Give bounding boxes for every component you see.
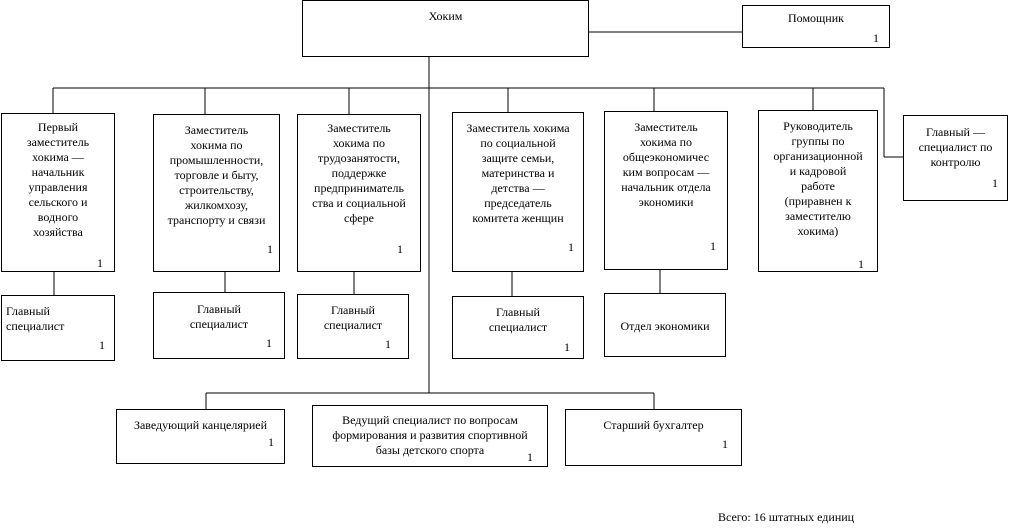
subordinate-box: Главный специалист 1 [153, 292, 285, 359]
deputy-label: Первый заместитель хокима — начальник уп… [26, 120, 90, 239]
deputy-box-social: Заместитель хокима по социальной защите … [452, 112, 584, 272]
senior-accountant-count: 1 [722, 437, 728, 451]
deputy-count: 1 [710, 239, 716, 253]
subordinate-count: 1 [385, 337, 391, 351]
control-specialist-count: 1 [992, 176, 998, 190]
subordinate-count: 1 [564, 340, 570, 354]
control-specialist-label: Главный — специалист по контролю [918, 125, 993, 169]
head-box: Хоким [302, 0, 589, 57]
assistant-label: Помощник [788, 11, 844, 25]
subordinate-label: Главный специалист [323, 303, 383, 332]
sport-specialist-box: Ведущий специалист по вопросам формирова… [312, 405, 548, 467]
subordinate-label: Главный специалист [6, 304, 65, 333]
subordinate-box: Главный специалист 1 [297, 294, 409, 359]
sport-specialist-label: Ведущий специалист по вопросам формирова… [332, 413, 528, 457]
chancellery-head-count: 1 [268, 435, 274, 449]
deputy-box-employment: Заместитель хокима по трудозанятости, по… [297, 114, 421, 272]
deputy-label: Заместитель хокима по общеэкономичес ким… [621, 120, 711, 209]
deputy-box-personnel: Руководитель группы по организационной и… [758, 110, 878, 272]
deputy-count: 1 [267, 242, 273, 256]
subordinate-box: Главный специалист 1 [452, 296, 584, 359]
deputy-count: 1 [568, 240, 574, 254]
chancellery-head-label: Заведующий канцелярией [133, 418, 268, 432]
control-specialist-box: Главный — специалист по контролю 1 [903, 115, 1008, 201]
subordinate-count: 1 [99, 338, 105, 352]
senior-accountant-box: Старший бухгалтер 1 [565, 409, 742, 466]
senior-accountant-label: Старший бухгалтер [603, 418, 704, 432]
deputy-count: 1 [858, 257, 864, 271]
deputy-box-industry: Заместитель хокима по промышленности, то… [153, 114, 280, 272]
subordinate-label: Главный специалист [189, 302, 249, 331]
sport-specialist-count: 1 [527, 450, 533, 464]
total-staff-caption: Всего: 16 штатных единиц [718, 510, 855, 524]
deputy-label: Заместитель хокима по трудозанятости, по… [312, 121, 406, 225]
head-label: Хоким [428, 9, 463, 23]
economy-department-box: Отдел экономики [604, 293, 726, 357]
deputy-box-economy: Заместитель хокима по общеэкономичес ким… [604, 111, 728, 270]
deputy-label: Заместитель хокима по социальной защите … [466, 121, 570, 225]
deputy-label: Заместитель хокима по промышленности, то… [167, 123, 266, 227]
deputy-box-first: Первый заместитель хокима — начальник уп… [1, 113, 115, 272]
chancellery-head-box: Заведующий канцелярией 1 [116, 409, 285, 464]
deputy-label: Руководитель группы по организационной и… [773, 119, 863, 238]
deputy-count: 1 [397, 242, 403, 256]
deputy-count: 1 [97, 256, 103, 270]
economy-department-label: Отдел экономики [620, 319, 710, 333]
assistant-count: 1 [873, 31, 879, 45]
assistant-box: Помощник 1 [742, 5, 890, 48]
subordinate-label: Главный специалист [488, 305, 548, 334]
subordinate-box: Главный специалист 1 [1, 295, 115, 361]
subordinate-count: 1 [266, 336, 272, 350]
